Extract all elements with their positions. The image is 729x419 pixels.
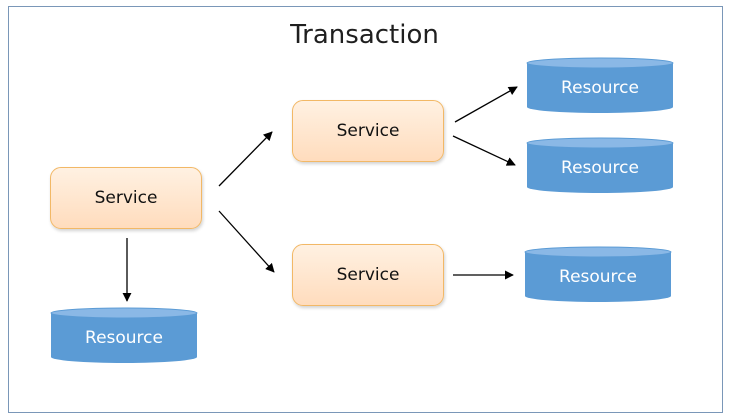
arrow-main-to-top-service — [218, 131, 273, 187]
resource-node-bottom-left: Resource — [50, 307, 198, 365]
arrow-main-to-bottom-service — [218, 210, 275, 273]
resource-label: Resource — [561, 77, 639, 98]
arrow-top-service-to-resource-2 — [452, 135, 516, 166]
resource-label: Resource — [559, 266, 637, 287]
service-node-main: Service — [50, 167, 202, 229]
service-node-top: Service — [292, 100, 444, 162]
service-node-bottom: Service — [292, 244, 444, 306]
resource-node-bottom-right: Resource — [524, 246, 672, 304]
arrow-top-service-to-resource-1 — [454, 86, 518, 123]
database-cylinder-icon — [50, 307, 198, 363]
database-cylinder-icon — [524, 246, 672, 302]
database-cylinder-icon — [526, 137, 674, 193]
resource-label: Resource — [561, 157, 639, 178]
diagram-title: Transaction — [290, 20, 439, 50]
resource-node-top-right-2: Resource — [526, 137, 674, 195]
resource-label: Resource — [85, 327, 163, 348]
resource-node-top-right-1: Resource — [526, 57, 674, 115]
database-cylinder-icon — [526, 57, 674, 113]
